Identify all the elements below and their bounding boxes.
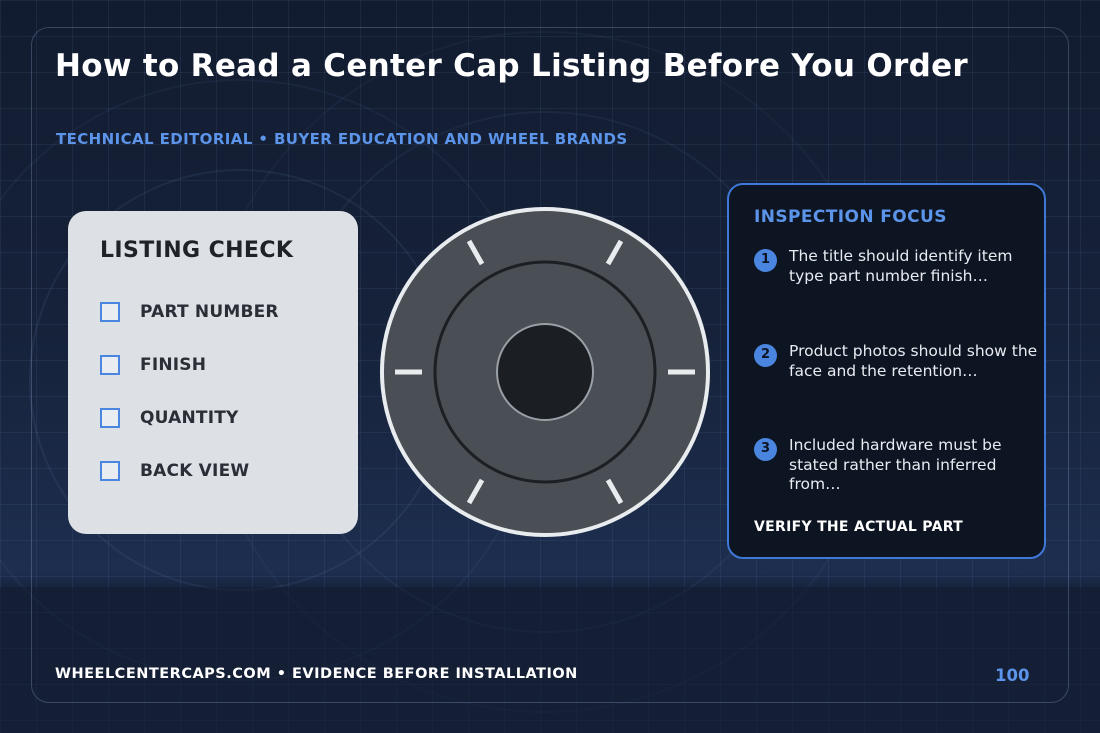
listing-check-title: LISTING CHECK [100,238,294,263]
footer-site-tagline: WHEELCENTERCAPS.COM • EVIDENCE BEFORE IN… [55,666,578,682]
step-text: Included hardware must be stated rather … [789,436,1002,493]
page-title: How to Read a Center Cap Listing Before … [55,48,968,84]
step-number-badge: 2 [754,344,777,367]
check-item-label: FINISH [140,355,207,375]
inspection-focus-title: INSPECTION FOCUS [754,207,947,227]
inspection-focus-panel: INSPECTION FOCUS 1 The title should iden… [727,183,1046,559]
inspection-footer-note: VERIFY THE ACTUAL PART [754,519,964,535]
step-text: Product photos should show the face and … [789,342,1038,380]
checkbox[interactable] [100,302,120,322]
check-item-label: PART NUMBER [140,302,279,322]
center-cap-icon [380,207,710,537]
checkbox[interactable] [100,408,120,428]
page-frame [31,27,1069,703]
step-text: The title should identify item type part… [789,247,1013,285]
footer-band [0,587,1100,733]
page-subtitle: TECHNICAL EDITORIAL • BUYER EDUCATION AN… [56,130,628,148]
check-item-label: QUANTITY [140,408,239,428]
page-number: 100 [995,666,1030,685]
listing-check-card: LISTING CHECK PART NUMBER FINISH QUANTIT… [68,211,358,534]
checkbox[interactable] [100,461,120,481]
check-item-label: BACK VIEW [140,461,250,481]
checkbox[interactable] [100,355,120,375]
step-number-badge: 3 [754,438,777,461]
step-number-badge: 1 [754,249,777,272]
